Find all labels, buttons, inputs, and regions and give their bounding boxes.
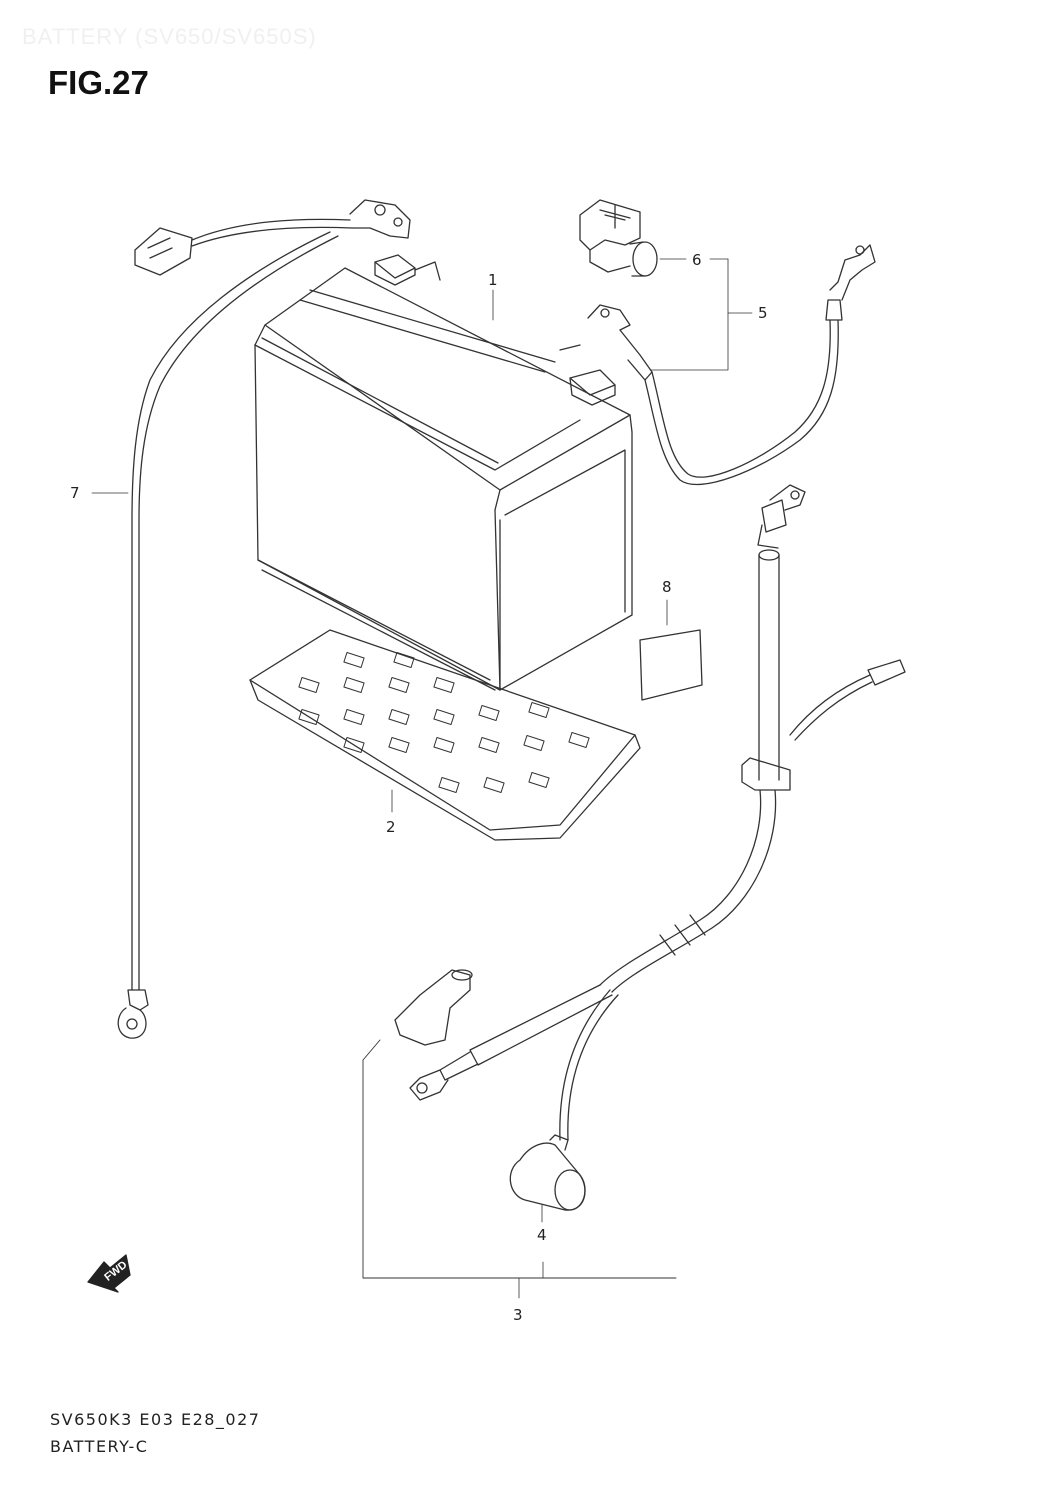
diagram-name: BATTERY-C xyxy=(50,1437,149,1456)
diagram-code: SV650K3 E03 E28_027 xyxy=(50,1410,261,1429)
part-5-positive-lead xyxy=(587,244,876,485)
callout-2: 2 xyxy=(386,818,396,836)
part-3-starter-cable xyxy=(362,484,906,1299)
callout-1: 1 xyxy=(488,271,498,289)
figure-title: FIG.27 xyxy=(48,64,149,101)
part-4-terminal-boot xyxy=(509,1134,586,1223)
part-8-pad xyxy=(639,599,703,701)
part-7-ground-cable xyxy=(91,199,411,1039)
fwd-arrow-icon: FWD xyxy=(87,1254,131,1293)
callout-6: 6 xyxy=(692,251,702,269)
callout-5: 5 xyxy=(758,304,768,322)
part-2-battery-tray xyxy=(249,629,641,841)
callout-4: 4 xyxy=(537,1226,547,1244)
part-1-battery xyxy=(254,254,633,691)
callout-8: 8 xyxy=(662,578,672,596)
faint-header-title: BATTERY (SV650/SV650S) xyxy=(22,24,317,49)
callout-7: 7 xyxy=(70,484,80,502)
part-6-terminal-cover xyxy=(579,199,729,277)
part-5-bracket xyxy=(649,258,753,371)
callout-3: 3 xyxy=(513,1306,523,1324)
